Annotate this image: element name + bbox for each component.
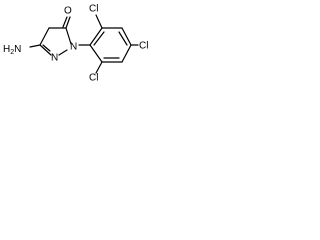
ring-nitrogen-label: N xyxy=(51,53,58,64)
chlorine-top-label: Cl xyxy=(89,4,98,15)
bond-ar-3 xyxy=(121,27,132,46)
bond-cl-top xyxy=(95,14,103,29)
bond-ar-1 xyxy=(89,27,103,46)
bond-co-n1 xyxy=(65,27,72,45)
bond-n2-c3-outer xyxy=(39,44,52,56)
bond-ar-1-inner xyxy=(93,31,105,46)
bond-ar-6 xyxy=(89,44,103,63)
bond-n1-n2 xyxy=(58,49,68,56)
chlorine-para-label: Cl xyxy=(139,41,148,52)
bond-carbonyl-2 xyxy=(62,16,68,28)
bond-ar-3-inner xyxy=(118,31,128,46)
molecule-structure: O H2N N N Cl Cl Cl xyxy=(3,4,148,83)
bond-c3-nh2 xyxy=(29,44,41,48)
bond-carbonyl-1 xyxy=(65,16,71,29)
oxygen-label: O xyxy=(64,6,72,17)
amino-label: H2N xyxy=(3,44,21,56)
chlorine-bottom-label: Cl xyxy=(89,73,98,83)
bond-ar-4 xyxy=(121,44,132,63)
bond-n2-c3-inner xyxy=(42,44,51,52)
bond-c3-ch2 xyxy=(39,27,50,46)
bond-cl-bottom xyxy=(95,61,103,74)
aryl-nitrogen-label: N xyxy=(70,42,77,53)
